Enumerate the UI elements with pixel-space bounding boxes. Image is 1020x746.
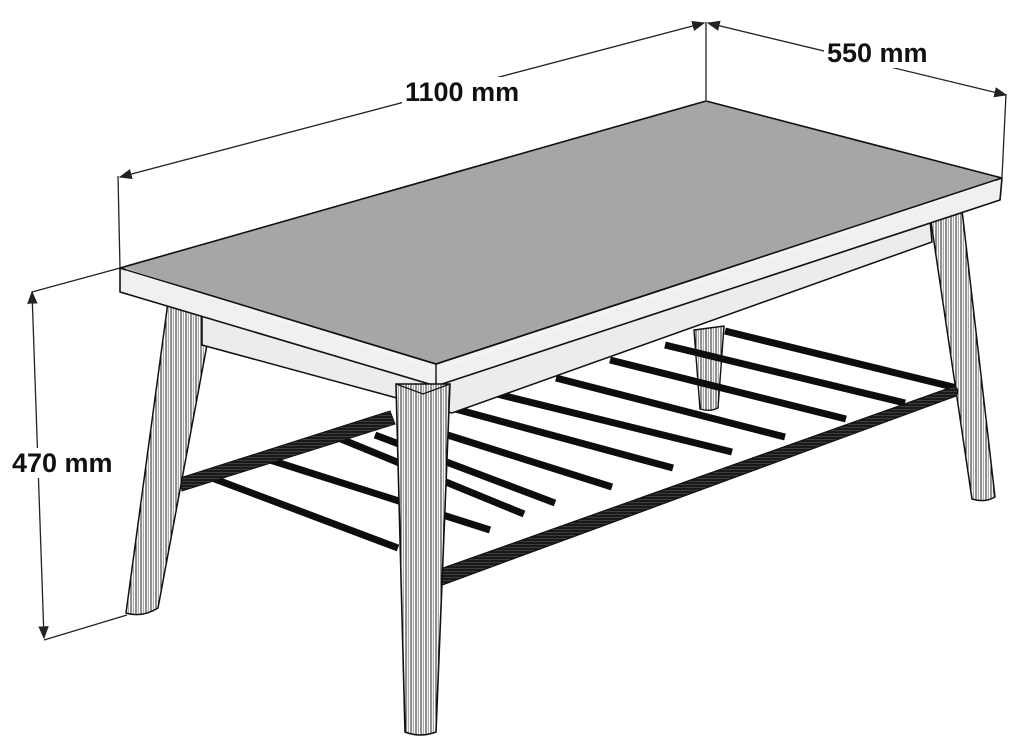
table-leg-back bbox=[693, 325, 725, 411]
table-leg-right bbox=[929, 209, 996, 502]
table-leg-left bbox=[125, 300, 213, 616]
dimension-height-label: 470 mm bbox=[9, 448, 116, 478]
table-leg-front bbox=[395, 383, 451, 736]
dimension-width-label: 550 mm bbox=[824, 38, 931, 68]
tabletop bbox=[119, 100, 1003, 387]
shelf-rail-front bbox=[431, 385, 959, 589]
dimension-length-label: 1100 mm bbox=[402, 77, 523, 107]
